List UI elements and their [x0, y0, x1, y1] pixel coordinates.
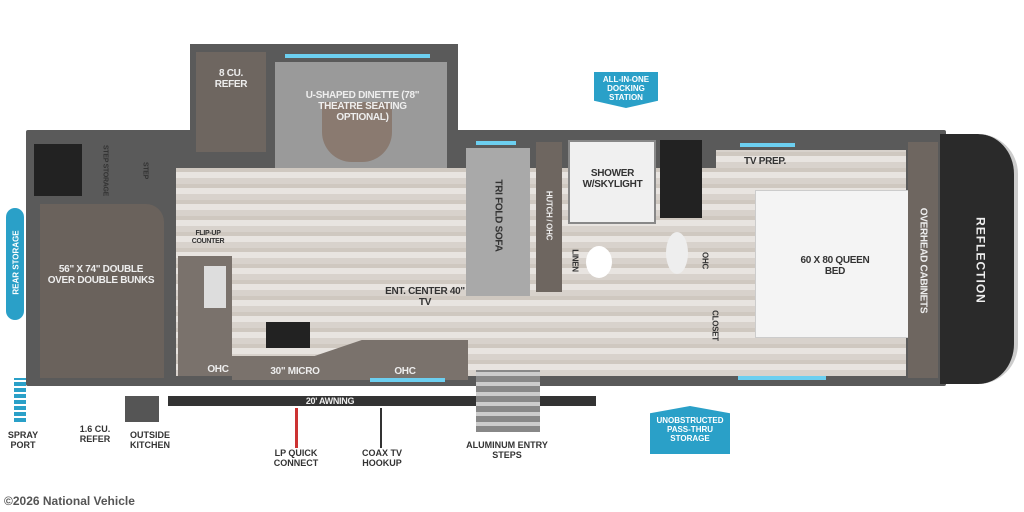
brand-logo: REFLECTION — [973, 217, 988, 304]
tv-prep-label: TV PREP. — [744, 156, 786, 167]
toilet — [586, 246, 612, 278]
coax-label: COAX TV HOOKUP — [361, 448, 402, 468]
bed — [755, 190, 915, 338]
mini-refer-label: 1.6 CU. REFER — [79, 424, 111, 444]
hutch-label: HUTCH / OHC — [544, 190, 554, 241]
sofa-label: TRI FOLD SOFA — [492, 179, 504, 252]
front-cap — [940, 134, 1018, 384]
closet-label: CLOSET — [710, 310, 720, 341]
bed-label: 60 x 80 QUEEN BED — [800, 255, 870, 277]
copyright: ©2026 National Vehicle — [4, 494, 135, 508]
ohc-label-1: OHC — [207, 364, 229, 375]
shower — [568, 140, 656, 224]
rear-shelves — [34, 144, 82, 196]
sink — [666, 232, 688, 274]
step-storage-label: STEP STORAGE — [101, 145, 109, 196]
refer-block — [196, 52, 266, 152]
ohc-label-2: OHC — [394, 366, 416, 377]
dinette-label: U-SHAPED DINETTE (78" THEATRE SEATING OP… — [305, 90, 420, 123]
led — [740, 143, 795, 147]
rear-storage-badge[interactable]: REAR STORAGE — [6, 208, 24, 320]
stove — [266, 322, 310, 348]
bath-ohc-label: OHC — [700, 252, 710, 269]
lp-connector-icon — [295, 408, 298, 448]
shower-label: SHOWER w/SKYLIGHT — [582, 168, 643, 190]
dinette-table — [322, 102, 392, 162]
docking-station-badge[interactable]: ALL-IN-ONE DOCKING STATION — [594, 72, 658, 108]
kitchen-sink — [204, 266, 226, 308]
flip-up-label: FLIP-UP COUNTER — [191, 230, 225, 245]
pantry-shelves — [660, 140, 702, 218]
lp-label: LP QUICK CONNECT — [273, 448, 319, 468]
led — [285, 54, 430, 58]
awning — [168, 396, 596, 406]
overhead-label: OVERHEAD CABINETS — [917, 207, 929, 314]
entry-steps — [476, 370, 540, 432]
led — [370, 378, 445, 382]
entry-steps-label: ALUMINUM ENTRY STEPS — [466, 440, 548, 460]
coax-icon — [380, 408, 382, 448]
bunk — [40, 204, 164, 378]
outside-kitchen-label: OUTSIDE KITCHEN — [129, 430, 170, 450]
overhead-cabinets — [908, 142, 938, 378]
outside-kitchen-icon — [125, 396, 159, 422]
tri-fold-sofa — [466, 148, 530, 296]
ent-center-label: ENT. CENTER 40" TV — [385, 286, 465, 308]
bunks-label: 56" x 74" DOUBLE OVER DOUBLE BUNKS — [47, 264, 155, 286]
led — [738, 376, 826, 380]
step-label: STEP — [141, 161, 149, 180]
linen-label: LINEN — [570, 249, 580, 272]
micro-label: 30" MICRO — [270, 366, 320, 377]
spray-port-label: SPRAY PORT — [7, 430, 39, 450]
pass-thru-badge[interactable]: UNOBSTRUCTED PASS-THRU STORAGE — [650, 406, 730, 454]
awning-label: 20' AWNING — [305, 396, 355, 406]
refer-label: 8 CU. REFER — [214, 68, 248, 90]
spray-port-icon — [14, 378, 26, 422]
hutch — [536, 142, 562, 292]
led — [476, 141, 516, 145]
